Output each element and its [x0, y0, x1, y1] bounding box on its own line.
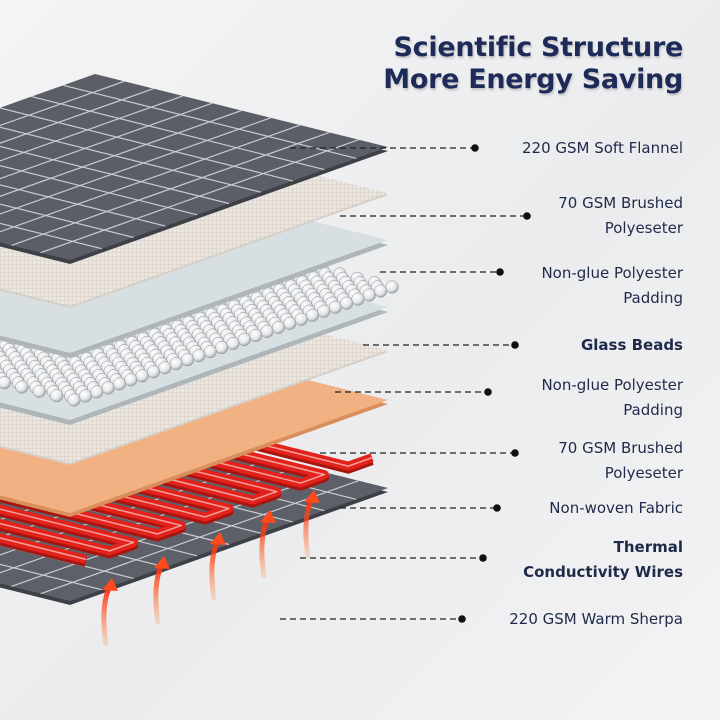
heat-arrows: [101, 490, 320, 647]
heat-arrow-icon: [259, 510, 276, 579]
leader-line-brushed-2: [320, 449, 519, 457]
label-flannel: 220 GSM Soft Flannel: [521, 139, 683, 157]
heat-arrow-icon: [303, 490, 320, 559]
heat-arrow-icon: [101, 578, 118, 647]
title-line-1: Scientific Structure: [393, 32, 684, 63]
leader-line-padding-1: [380, 268, 504, 276]
layer-thermal-wires: [0, 417, 374, 567]
leader-line-glass-beads: [363, 341, 519, 349]
label-nonwoven: Non-woven Fabric: [549, 499, 683, 517]
label-sherpa: 220 GSM Warm Sherpa: [509, 610, 683, 628]
leader-line-sherpa: [280, 615, 466, 623]
leader-line-nonwoven: [340, 504, 501, 512]
layer-flannel: [0, 74, 388, 264]
label-glass-beads: Glass Beads: [580, 336, 683, 354]
heat-arrow-icon: [153, 556, 170, 625]
leader-line-flannel: [290, 144, 479, 152]
title-line-2: More Energy Saving: [383, 64, 683, 95]
leader-line-brushed-1: [340, 212, 531, 220]
leader-line-wires: [300, 554, 487, 562]
leader-line-padding-2: [335, 388, 492, 396]
heat-arrow-icon: [209, 532, 226, 601]
